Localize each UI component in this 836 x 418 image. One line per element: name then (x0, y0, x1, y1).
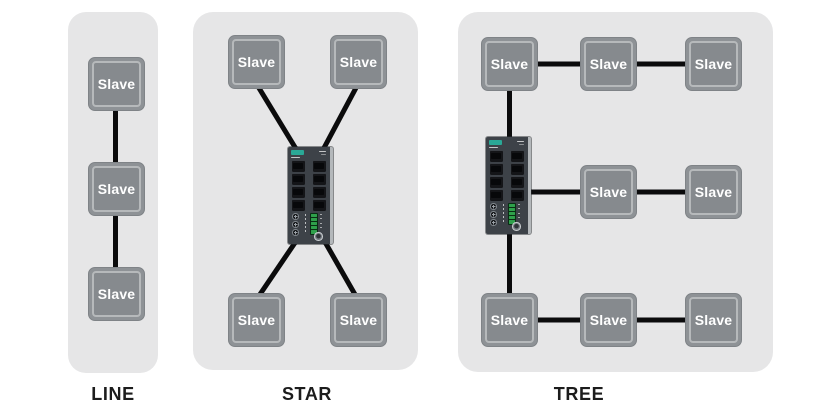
brand-logo (291, 150, 304, 155)
rj45-port (291, 186, 305, 198)
slave-node: Slave (685, 37, 742, 91)
slave-node-label: Slave (339, 54, 378, 70)
slave-node: Slave (481, 293, 538, 347)
slave-node-face: Slave (92, 166, 141, 212)
slave-node-face: Slave (92, 271, 141, 317)
slave-node: Slave (481, 37, 538, 91)
slave-node-face: Slave (92, 61, 141, 107)
slave-node-label: Slave (237, 54, 276, 70)
rj45-port (510, 189, 524, 201)
status-leds (304, 214, 307, 232)
rj45-port-block (291, 160, 326, 211)
slave-node-face: Slave (689, 169, 738, 215)
slave-node: Slave (330, 293, 387, 347)
terminal-block (309, 212, 318, 235)
rj45-port-block (489, 150, 524, 201)
grounding-screw (292, 213, 299, 220)
slave-node-face: Slave (584, 169, 633, 215)
rj45-port (489, 163, 503, 175)
slave-node: Slave (580, 165, 637, 219)
slave-node: Slave (580, 293, 637, 347)
slave-node-face: Slave (689, 41, 738, 87)
rj45-port (312, 186, 326, 198)
rj45-port (291, 173, 305, 185)
status-leds (502, 204, 505, 222)
model-label (489, 146, 498, 148)
slave-node: Slave (88, 162, 145, 216)
slave-node: Slave (685, 293, 742, 347)
slave-node-label: Slave (589, 56, 628, 72)
rj45-port (510, 176, 524, 188)
slave-node-label: Slave (694, 184, 733, 200)
caption-tree: TREE (553, 384, 605, 404)
rj45-port (312, 173, 326, 185)
slave-node-label: Slave (97, 286, 136, 302)
rj45-port (510, 150, 524, 162)
brand-logo (489, 140, 502, 145)
slave-node-label: Slave (97, 181, 136, 197)
grounding-screw (292, 229, 299, 236)
ethernet-switch (486, 137, 531, 234)
slave-node-face: Slave (232, 297, 281, 343)
slave-node-label: Slave (237, 312, 276, 328)
ethernet-switch (288, 147, 333, 244)
slave-node-face: Slave (485, 41, 534, 87)
terminal-block (507, 202, 516, 225)
slave-node-face: Slave (334, 297, 383, 343)
rj45-port (291, 199, 305, 211)
slave-node: Slave (685, 165, 742, 219)
caption-star: STAR (281, 384, 333, 404)
slave-node-face: Slave (689, 297, 738, 343)
slave-node: Slave (228, 293, 285, 347)
grounding-screw (490, 219, 497, 226)
grounding-screw (490, 203, 497, 210)
port-legend (321, 153, 326, 155)
slave-node-label: Slave (97, 76, 136, 92)
grounding-screw (490, 211, 497, 218)
slave-node-label: Slave (490, 312, 529, 328)
slave-node-face: Slave (334, 39, 383, 85)
rj45-port (489, 150, 503, 162)
rj45-port (312, 160, 326, 172)
rj45-port (510, 163, 524, 175)
port-legend (319, 150, 326, 152)
slave-node-face: Slave (584, 41, 633, 87)
rj45-port (489, 189, 503, 201)
slave-node-label: Slave (339, 312, 378, 328)
port-legend (517, 140, 524, 142)
rj45-port (489, 176, 503, 188)
slave-node-face: Slave (584, 297, 633, 343)
slave-node-face: Slave (485, 297, 534, 343)
reset-button (512, 222, 521, 231)
reset-button (314, 232, 323, 241)
slave-node: Slave (228, 35, 285, 89)
slave-node-face: Slave (232, 39, 281, 85)
rj45-port (291, 160, 305, 172)
grounding-screw (292, 221, 299, 228)
caption-line: LINE (91, 384, 135, 404)
slave-node: Slave (580, 37, 637, 91)
slave-node: Slave (330, 35, 387, 89)
rj45-port (312, 199, 326, 211)
port-legend (519, 143, 524, 145)
slave-node-label: Slave (694, 56, 733, 72)
model-label (291, 156, 300, 158)
slave-node-label: Slave (589, 312, 628, 328)
slave-node: Slave (88, 267, 145, 321)
slave-node-label: Slave (694, 312, 733, 328)
slave-node: Slave (88, 57, 145, 111)
terminal-labels (517, 203, 520, 218)
terminal-labels (319, 213, 322, 228)
slave-node-label: Slave (589, 184, 628, 200)
slave-node-label: Slave (490, 56, 529, 72)
